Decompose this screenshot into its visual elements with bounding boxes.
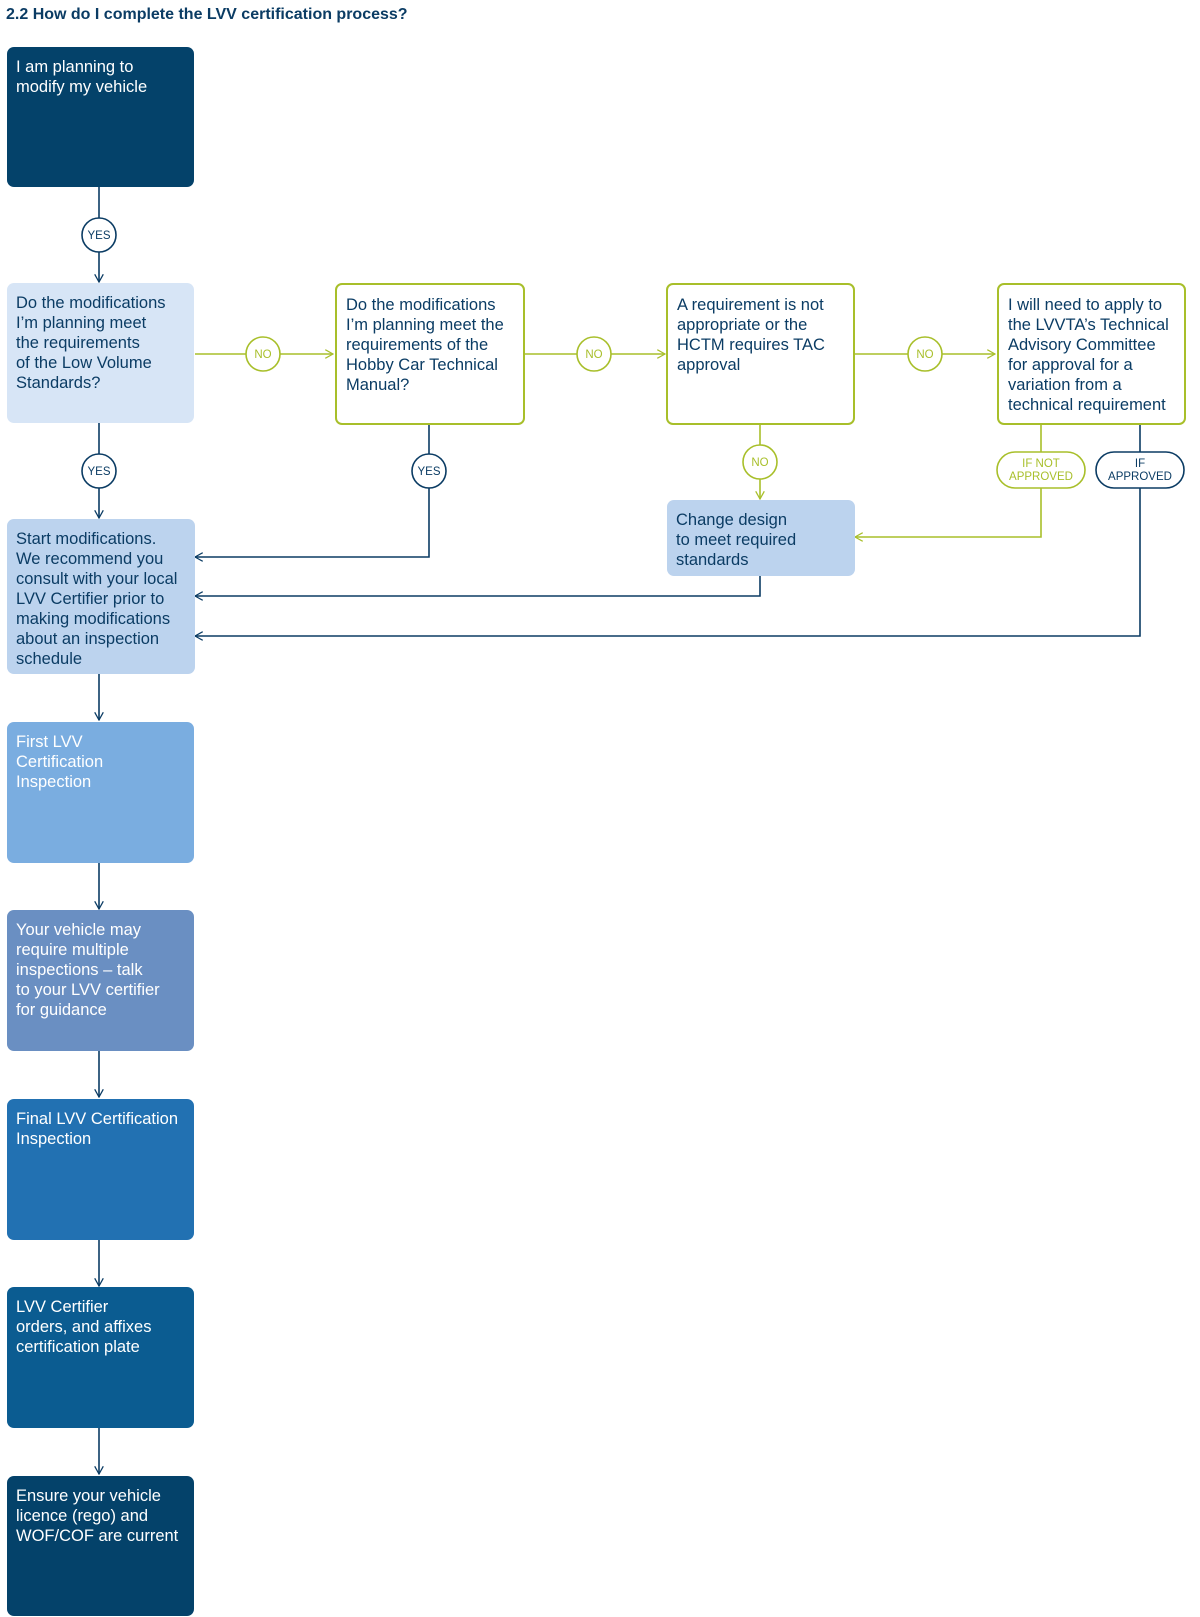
node-certifier-plate: LVV Certifier orders, and affixes certif…: [7, 1287, 194, 1428]
node-multiple-inspections: Your vehicle may require multiple inspec…: [7, 910, 194, 1051]
node-change-design: Change design to meet required standards: [667, 500, 855, 576]
node-start-modifications: Start modifications. We recommend you co…: [7, 519, 195, 674]
connector-change-design-to-start: [195, 576, 761, 596]
no-badge-3: NO: [907, 336, 943, 372]
no-badge-2: NO: [576, 336, 612, 372]
yes-badge-3: YES: [411, 453, 447, 489]
no-badge-1: NO: [245, 336, 281, 372]
no-label: NO: [751, 457, 768, 469]
connector-approved-to-start: [195, 425, 1141, 636]
connector-hctm-yes-to-start: [195, 425, 430, 557]
if-approved-badge: IF APPROVED: [1095, 451, 1185, 489]
yes-badge-1: YES: [81, 217, 117, 253]
if-not-approved-badge: IF NOT APPROVED: [996, 451, 1086, 489]
node-planning: I am planning to modify my vehicle: [7, 47, 194, 187]
approved-label: APPROVED: [1009, 471, 1073, 483]
no-label: NO: [585, 349, 602, 361]
page-title: 2.2 How do I complete the LVV certificat…: [6, 6, 408, 23]
node-apply-tac: I will need to apply to the LVVTA’s Tech…: [997, 283, 1186, 425]
no-label: NO: [254, 349, 271, 361]
no-label: NO: [916, 349, 933, 361]
if-label: IF: [1135, 458, 1145, 470]
yes-label: YES: [87, 230, 110, 242]
node-requirement-not-appropriate: A requirement is not appropriate or the …: [666, 283, 855, 425]
no-badge-4: NO: [742, 444, 778, 480]
node-lvs-question: Do the modifications I’m planning meet t…: [7, 283, 194, 423]
approved-label: APPROVED: [1108, 471, 1172, 483]
yes-badge-2: YES: [81, 453, 117, 489]
node-final-inspection: Final LVV Certification Inspection: [7, 1099, 194, 1240]
yes-label: YES: [417, 466, 440, 478]
if-not-label: IF NOT: [1022, 458, 1060, 470]
node-ensure-current: Ensure your vehicle licence (rego) and W…: [7, 1476, 194, 1616]
node-hctm-question: Do the modifications I’m planning meet t…: [335, 283, 525, 425]
node-first-inspection: First LVV Certification Inspection: [7, 722, 194, 863]
yes-label: YES: [87, 466, 110, 478]
